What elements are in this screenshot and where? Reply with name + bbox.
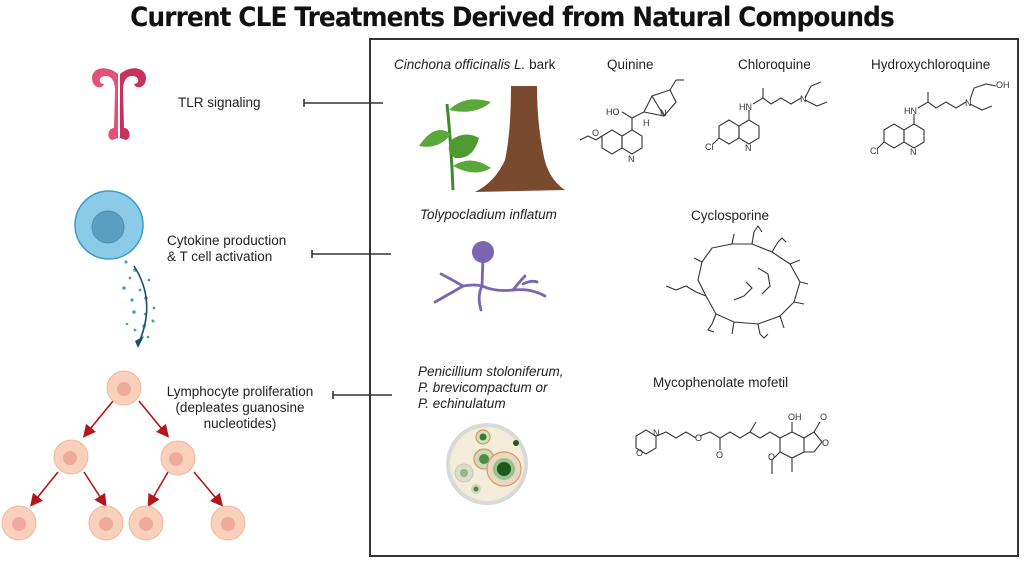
- process-label-lymphocyte-line1: Lymphocyte proliferation: [166, 384, 314, 399]
- atom-label: HN: [904, 106, 917, 116]
- atom-label: O: [768, 452, 775, 462]
- atom-label: N: [965, 98, 972, 108]
- petri-dish-icon: [446, 423, 528, 505]
- source-label-penicillium-line1: Penicillium stoloniferum,: [418, 364, 564, 379]
- source-name-cinchona: Cinchona officinalis L.: [394, 57, 526, 72]
- source-label-penicillium-line2: P. brevicompactum or: [418, 380, 548, 395]
- hydroxychloroquine-structure-icon: HN N OH Cl N: [870, 80, 1010, 157]
- process-label-cytokine-line1: Cytokine production: [167, 233, 287, 248]
- cinchona-plant-icon: [419, 86, 565, 192]
- atom-label: Cl: [705, 142, 714, 152]
- atom-label: N: [800, 94, 807, 104]
- mycophenolate-structure-icon: N O O O OH O O O: [635, 412, 829, 474]
- source-suffix-cinchona: bark: [525, 57, 556, 72]
- atom-label: N: [745, 143, 752, 153]
- source-label-tolypocladium: Tolypocladium inflatum: [420, 207, 557, 222]
- atom-label: O: [822, 438, 829, 448]
- source-label-penicillium: Penicillium stoloniferum, P. brevicompac…: [418, 364, 564, 412]
- atom-label: OH: [788, 412, 802, 422]
- compound-name-chloroquine: Chloroquine: [738, 57, 811, 72]
- atom-label: O: [695, 433, 702, 443]
- compound-name-mycophenolate: Mycophenolate mofetil: [653, 375, 789, 390]
- lymphocyte-division-icon: [1, 370, 246, 541]
- atom-label: Cl: [870, 146, 879, 156]
- t-cell-icon: [74, 190, 156, 348]
- compound-name-hydroxychloroquine: Hydroxychloroquine: [871, 57, 991, 72]
- process-label-tlr: TLR signaling: [178, 95, 261, 110]
- tlr-receptor-icon: [92, 68, 146, 140]
- atom-label: N: [653, 428, 660, 438]
- atom-label: N: [910, 147, 917, 157]
- figure-title: Current CLE Treatments Derived from Natu…: [130, 2, 895, 33]
- atom-label: H: [643, 118, 650, 128]
- atom-label: N: [628, 154, 635, 164]
- atom-label: HN: [739, 102, 752, 112]
- inhibition-line-cytokine: [311, 250, 391, 258]
- chloroquine-structure-icon: HN N Cl N: [705, 81, 828, 153]
- compound-name-quinine: Quinine: [607, 57, 654, 72]
- quinine-structure-icon: HO H N O N: [579, 79, 684, 164]
- process-label-lymphocyte-line2: (depleates guanosine: [175, 400, 305, 415]
- inhibition-line-tlr: [303, 99, 383, 107]
- atom-label: O: [636, 448, 643, 458]
- atom-label: N: [660, 108, 667, 118]
- process-label-cytokine: Cytokine production & T cell activation: [167, 233, 286, 265]
- source-label-penicillium-line3: P. echinulatum: [418, 396, 506, 411]
- atom-label: O: [716, 450, 723, 460]
- inhibition-line-lymphocyte: [332, 391, 392, 399]
- source-label-cinchona: Cinchona officinalis L. bark: [394, 57, 555, 73]
- atom-label: OH: [996, 80, 1010, 90]
- process-label-lymphocyte: Lymphocyte proliferation (depleates guan…: [150, 384, 330, 432]
- atom-label: O: [820, 412, 827, 422]
- compound-name-cyclosporine: Cyclosporine: [691, 208, 770, 223]
- fungus-icon: [433, 241, 547, 312]
- atom-label: HO: [606, 107, 620, 117]
- process-label-cytokine-line2: & T cell activation: [167, 249, 273, 264]
- atom-label: O: [592, 128, 599, 138]
- treatments-panel: [369, 38, 1019, 557]
- cyclosporine-structure-icon: [665, 225, 809, 339]
- process-label-lymphocyte-line3: nucleotides): [203, 416, 277, 431]
